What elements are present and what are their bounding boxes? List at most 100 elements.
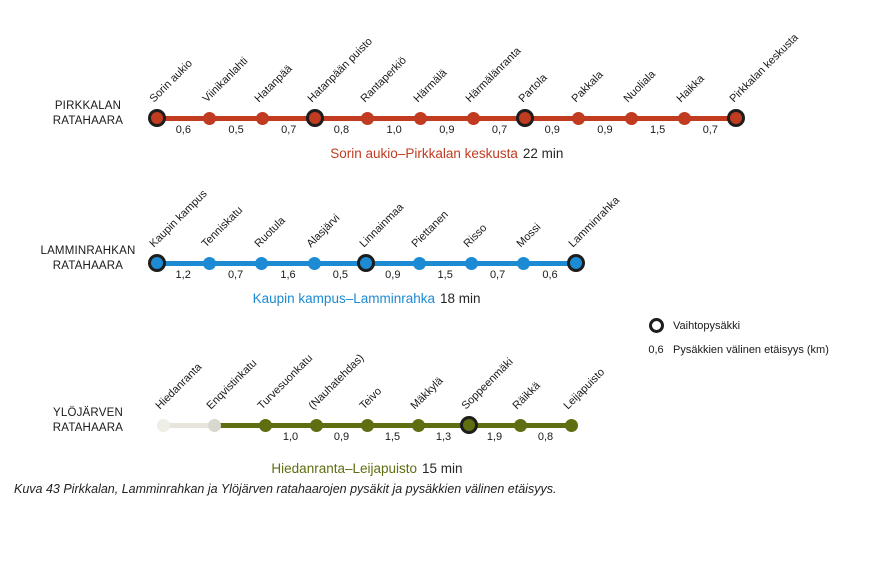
station-dot	[255, 256, 269, 270]
legend: Vaihtopysäkki 0,6 Pysäkkien välinen etäi…	[645, 318, 829, 367]
station-dot	[202, 256, 216, 270]
route-caption-duration: 15 min	[422, 461, 463, 476]
station-dot	[203, 111, 217, 125]
branch-name-line: PIRKKALAN	[54, 100, 122, 112]
transfer-station-dot	[147, 253, 166, 272]
station-dot	[414, 111, 427, 125]
branch-name: YLÖJÄRVEN RATAHAARA	[18, 406, 158, 436]
line-segment	[684, 115, 737, 121]
line-segment	[214, 422, 265, 428]
transfer-station-dot	[727, 108, 746, 127]
line-segment	[316, 422, 367, 428]
legend-row-transfer: Vaihtopysäkki	[645, 318, 829, 333]
distance-label: 0,5	[228, 124, 244, 136]
line-segment	[420, 115, 474, 121]
distance-label: 1,6	[280, 269, 296, 281]
distance-label: 1,0	[282, 431, 299, 443]
station-dot	[624, 111, 638, 125]
transfer-station-dot	[147, 108, 166, 127]
legend-distance-label: Pysäkkien välinen etäisyys (km)	[673, 344, 829, 356]
distance-label: 1,5	[384, 431, 401, 443]
line-segment	[367, 115, 421, 121]
station-label: Räikkä	[510, 379, 543, 412]
distance-label: 1,5	[437, 269, 453, 281]
distance-label: 1,2	[175, 269, 191, 281]
branch-name-line: RATAHAARA	[52, 260, 124, 272]
distance-label: 0,7	[702, 124, 718, 136]
station-dot	[360, 418, 374, 432]
route-caption-route: Sorin aukio–Pirkkalan keskusta	[330, 146, 518, 161]
line-segment	[473, 115, 526, 121]
station-label: Enqvistinkatu	[204, 357, 260, 412]
line-segment	[367, 422, 418, 428]
figure-caption: Kuva 43 Pirkkalan, Lamminrahkan ja Ylöjä…	[14, 482, 557, 496]
branch-name: LAMMINRAHKAN RATAHAARA	[18, 244, 158, 274]
line-segment	[523, 260, 577, 266]
station-dot	[309, 418, 323, 432]
distance-label: 0,9	[597, 124, 613, 136]
transfer-stop-icon	[648, 318, 664, 333]
line-segment	[157, 115, 210, 121]
station-dot	[572, 111, 586, 125]
line-segment	[157, 260, 210, 266]
line-segment	[631, 115, 684, 121]
distance-label: 0,9	[544, 124, 560, 136]
station-dot	[517, 256, 531, 270]
station-dot	[307, 256, 321, 270]
distance-label: 1,5	[649, 124, 666, 136]
branch-name-line: RATAHAARA	[52, 115, 124, 127]
distance-label: 0,5	[332, 269, 349, 281]
transfer-station-dot	[459, 415, 478, 434]
route-caption-route: Kaupin kampus–Lamminrahka	[252, 291, 435, 306]
station-label: Leijapuisto	[561, 366, 608, 412]
distance-label: 0,9	[385, 269, 401, 281]
station-dot	[412, 256, 426, 270]
legend-row-distance: 0,6 Pysäkkien välinen etäisyys (km)	[645, 344, 829, 356]
station-dot	[156, 418, 170, 432]
line-segment	[578, 115, 632, 121]
station-dot	[258, 418, 272, 432]
distance-label: 1,9	[486, 431, 503, 443]
line-segment	[209, 115, 263, 121]
station-dot	[207, 418, 221, 432]
branch-name-line: RATAHAARA	[52, 422, 124, 434]
line-segment	[525, 115, 579, 121]
distance-label: 0,9	[333, 431, 350, 443]
station-dot	[411, 418, 425, 432]
branch-name-line: YLÖJÄRVEN	[53, 407, 123, 419]
distance-label: 0,7	[491, 124, 508, 136]
line-segment	[469, 422, 520, 428]
branch-name: PIRKKALAN RATAHAARA	[18, 99, 158, 129]
line-segment	[314, 260, 367, 266]
distance-label: 1,3	[435, 431, 452, 443]
station-dot	[513, 418, 527, 432]
line-segment	[366, 260, 419, 266]
distance-label: 0,7	[489, 269, 506, 281]
route-caption: Hiedanranta–Leijapuisto 15 min	[147, 461, 587, 476]
distance-label: 0,9	[439, 124, 455, 136]
transfer-station-dot	[305, 108, 324, 127]
distance-label: 1,0	[386, 124, 402, 136]
line-segment	[262, 115, 316, 121]
station-label: Hiedanranta	[153, 361, 205, 412]
transfer-station-dot	[566, 253, 585, 272]
distance-label: 0,8	[333, 124, 350, 136]
line-segment	[419, 260, 472, 266]
branch-name-line: LAMMINRAHKAN	[40, 245, 136, 257]
station-label: Teivo	[357, 385, 385, 412]
transfer-station-dot	[516, 108, 535, 127]
distance-label: 0,6	[175, 124, 191, 136]
distance-label: 0,7	[227, 269, 244, 281]
distance-label: 0,6	[542, 269, 558, 281]
transfer-station-dot	[357, 253, 376, 272]
station-dot	[466, 111, 480, 125]
route-caption-route: Hiedanranta–Leijapuisto	[271, 461, 418, 476]
line-segment	[261, 260, 315, 266]
station-dot	[255, 111, 269, 125]
station-label: Mäkkylä	[408, 374, 446, 412]
